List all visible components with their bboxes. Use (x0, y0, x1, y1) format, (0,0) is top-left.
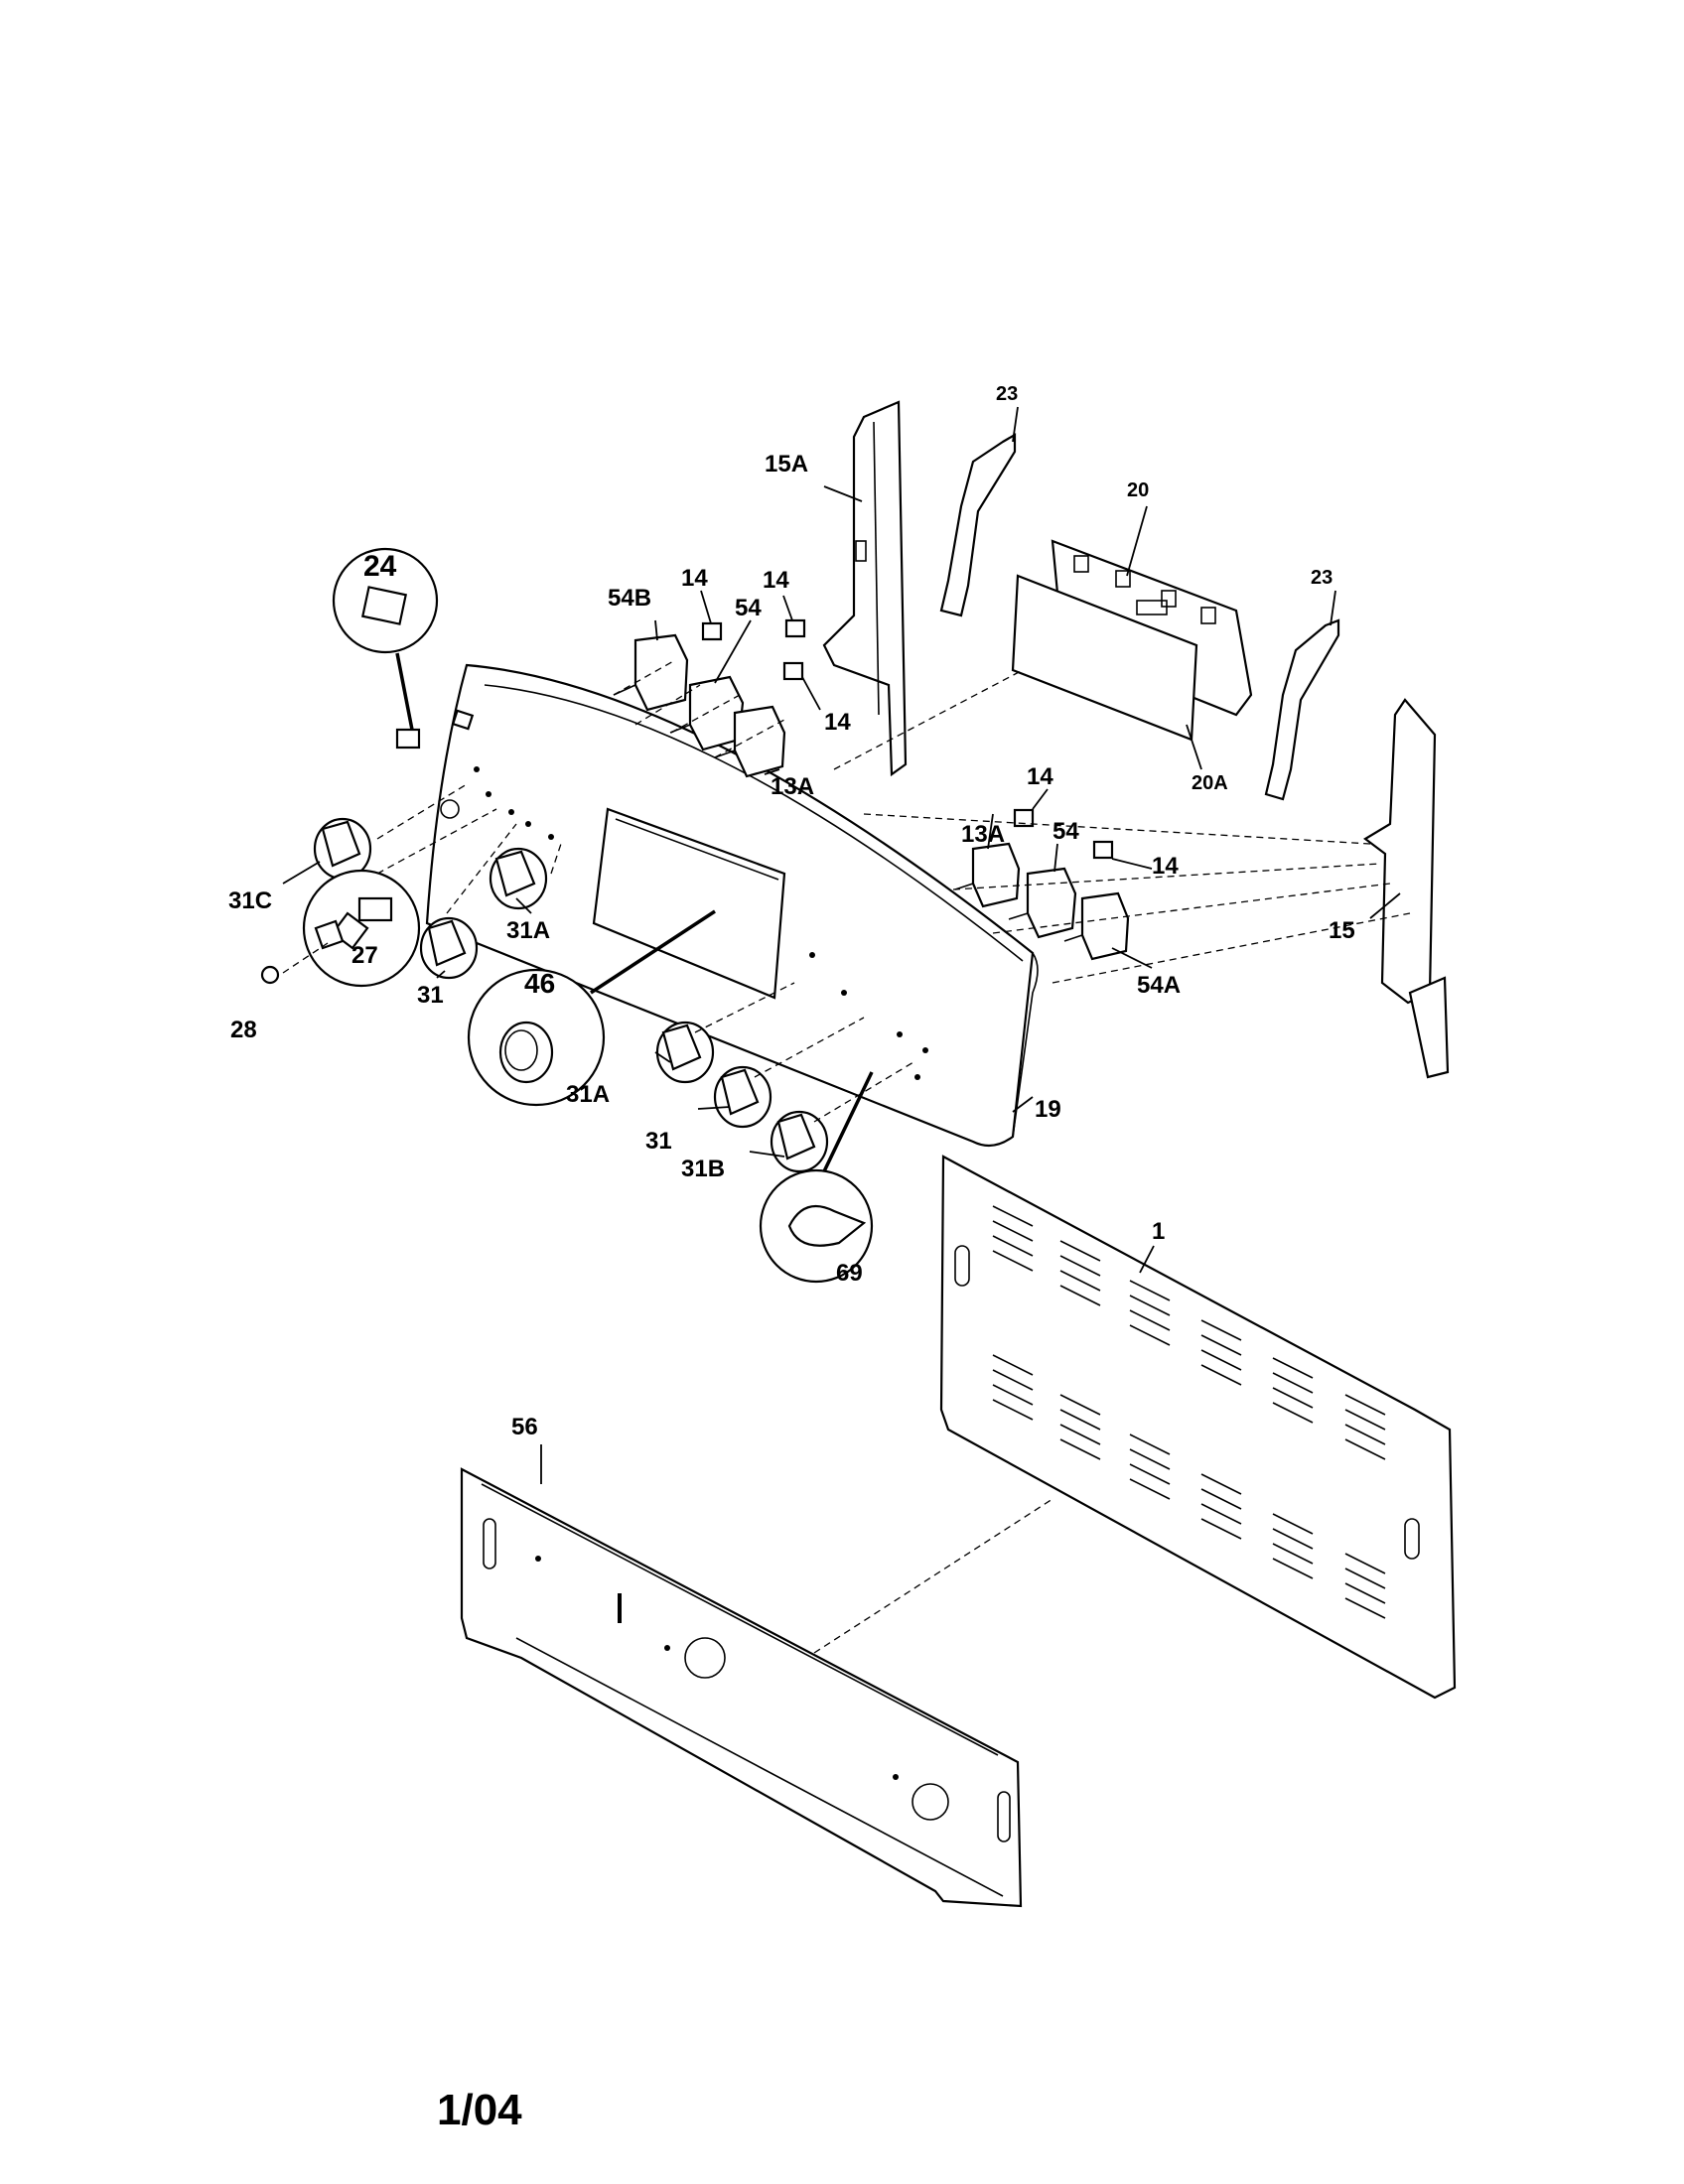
label-56: 56 (511, 1414, 538, 1440)
label-14-c: 14 (824, 709, 851, 736)
indicator-14-e (1092, 840, 1114, 860)
label-31C: 31C (228, 887, 272, 914)
assembly-lines (282, 659, 1411, 1654)
clip-23-left (939, 433, 1017, 617)
label-54B: 54B (608, 585, 651, 612)
switch-54-right (1008, 867, 1077, 939)
switch-13A-right (954, 842, 1021, 908)
label-27: 27 (351, 942, 378, 969)
label-14-d: 14 (1027, 763, 1053, 790)
label-15: 15 (1329, 917, 1355, 944)
label-31A-left: 31A (506, 917, 550, 944)
switch-54A (1063, 891, 1130, 961)
label-23-right: 23 (1311, 567, 1333, 589)
part-labels: 15A 23 20 23 24 54B 14 54 14 14 13A 20A … (228, 383, 1355, 1440)
label-54-left: 54 (735, 595, 762, 621)
bracket-15 (1363, 698, 1450, 1079)
nut-27 (314, 919, 345, 950)
knob-31A-right (655, 1021, 715, 1084)
label-69: 69 (836, 1260, 863, 1287)
display-window (592, 807, 786, 1000)
inset-27 (302, 869, 421, 988)
indicator-14-b (784, 618, 806, 638)
label-19: 19 (1035, 1096, 1061, 1123)
vent-slots (992, 1205, 1386, 1619)
label-31A-right: 31A (566, 1081, 610, 1108)
label-31B: 31B (681, 1156, 725, 1182)
label-54A: 54A (1137, 972, 1181, 999)
label-14-e: 14 (1152, 853, 1179, 880)
date-code: 1/04 (437, 2086, 522, 2134)
switch-54B (613, 633, 689, 712)
label-23-left: 23 (996, 383, 1018, 405)
inset-46 (467, 909, 716, 1107)
label-28: 28 (230, 1017, 257, 1043)
inset-69 (759, 1071, 874, 1284)
label-13A-left: 13A (771, 773, 814, 800)
label-14-a: 14 (681, 565, 708, 592)
knob-31-right (713, 1065, 772, 1129)
label-46: 46 (524, 968, 555, 999)
label-31-right: 31 (645, 1128, 672, 1155)
label-15A: 15A (765, 451, 808, 478)
knob-31A-left (489, 847, 548, 910)
label-1: 1 (1152, 1218, 1165, 1245)
leader-lines (282, 406, 1401, 1484)
control-panel-19 (425, 663, 1039, 1148)
knob-31B (770, 1110, 829, 1173)
label-20A: 20A (1192, 772, 1228, 794)
cap-28 (260, 965, 280, 985)
label-13A-right: 13A (961, 821, 1005, 848)
indicator-14-c (782, 661, 804, 681)
indicator-14-a (701, 621, 723, 641)
label-31-left: 31 (417, 982, 444, 1009)
label-54-right: 54 (1052, 818, 1079, 845)
inset-24 (332, 547, 439, 750)
label-20: 20 (1127, 479, 1149, 501)
knob-31C (313, 817, 372, 881)
indicator-14-d (1013, 808, 1035, 828)
clip-23-right (1264, 618, 1340, 801)
knob-31-left (419, 916, 479, 980)
bracket-15A (822, 400, 908, 777)
label-24: 24 (363, 550, 397, 583)
label-14-b: 14 (763, 567, 789, 594)
back-guard-1 (939, 1155, 1457, 1700)
lower-panel-56 (460, 1467, 1023, 1908)
